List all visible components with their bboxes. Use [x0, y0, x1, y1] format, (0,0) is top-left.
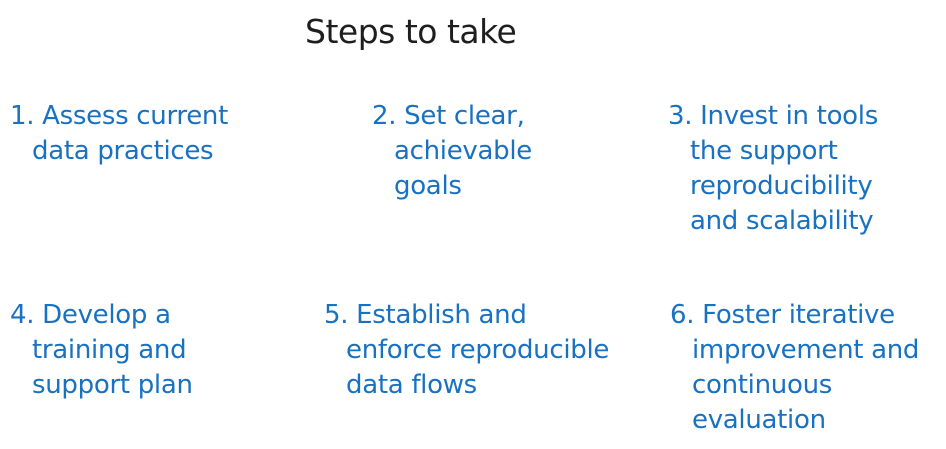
- step-line: training and: [32, 335, 187, 365]
- step-line: 2. Set clear,: [372, 101, 525, 131]
- step-line: goals: [394, 171, 462, 201]
- step-line: evaluation: [692, 405, 826, 435]
- step-line: support plan: [32, 370, 193, 400]
- step-6-text: 6. Foster iterative improvement and cont…: [670, 298, 919, 438]
- step-line: 4. Develop a: [10, 300, 171, 330]
- step-2-text: 2. Set clear, achievable goals: [372, 99, 532, 204]
- step-line: 3. Invest in tools: [668, 101, 878, 131]
- step-line: 5. Establish and: [324, 300, 527, 330]
- step-line: data practices: [32, 136, 214, 166]
- step-line: continuous: [692, 370, 832, 400]
- step-line: 1. Assess current: [10, 101, 228, 131]
- step-line: achievable: [394, 136, 532, 166]
- step-line: improvement and: [692, 335, 920, 365]
- step-line: and scalability: [690, 206, 874, 236]
- step-line: data flows: [346, 370, 477, 400]
- step-3-text: 3. Invest in tools the support reproduci…: [668, 99, 878, 239]
- page-title: Steps to take: [305, 12, 517, 51]
- step-line: 6. Foster iterative: [670, 300, 895, 330]
- step-line: enforce reproducible: [346, 335, 610, 365]
- step-line: reproducibility: [690, 171, 873, 201]
- step-1-text: 1. Assess current data practices: [10, 99, 228, 169]
- step-line: the support: [690, 136, 838, 166]
- step-4-text: 4. Develop a training and support plan: [10, 298, 193, 403]
- step-5-text: 5. Establish and enforce reproducible da…: [324, 298, 609, 403]
